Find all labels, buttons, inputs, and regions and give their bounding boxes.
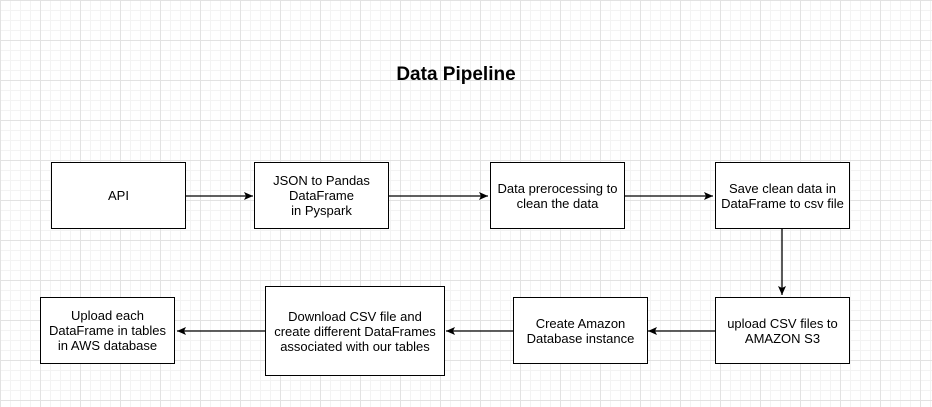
node-upload-tables: Upload each DataFrame in tables in AWS d…: [40, 297, 175, 364]
diagram-title: Data Pipeline: [396, 64, 516, 85]
node-upload-s3: upload CSV files to AMAZON S3: [715, 297, 850, 364]
node-save-csv: Save clean data in DataFrame to csv file: [715, 162, 850, 229]
node-download-csv: Download CSV file and create different D…: [265, 286, 445, 376]
node-json-to-pandas: JSON to Pandas DataFrame in Pyspark: [254, 162, 389, 229]
node-data-preprocessing: Data prerocessing to clean the data: [490, 162, 625, 229]
node-create-database: Create Amazon Database instance: [513, 297, 648, 364]
node-api: API: [51, 162, 186, 229]
